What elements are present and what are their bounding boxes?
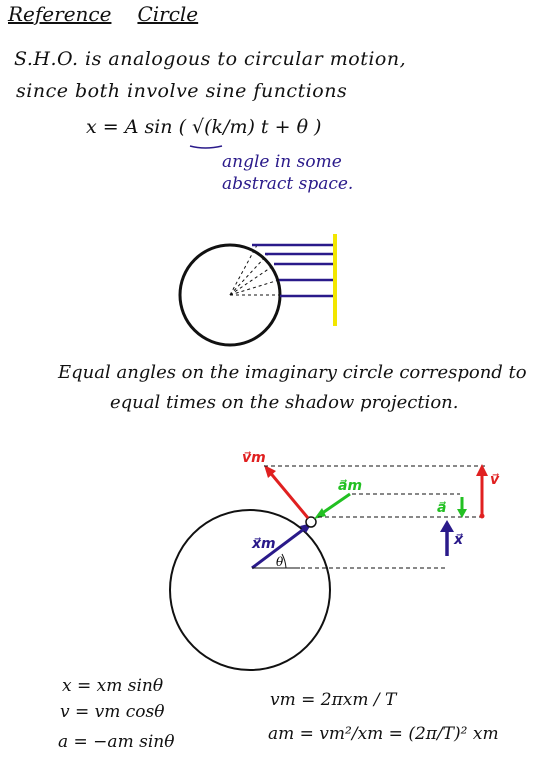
formula-a: a = −am sinθ: [58, 732, 175, 752]
title-word-circle: Circle: [137, 2, 199, 26]
vm-arrowhead: [264, 465, 276, 478]
annotation-line-1: angle in some: [222, 152, 342, 172]
top-circle-diagram: [178, 234, 337, 347]
bottom-circle-diagram: θ x⃗m v⃗m a⃗m v⃗ a⃗: [169, 450, 500, 671]
intro-line-2: since both involve sine functions: [16, 80, 348, 102]
projection-lines: [252, 465, 486, 569]
formula-v: v = vm cosθ: [60, 702, 165, 722]
theta-label: θ: [276, 555, 284, 569]
vm-label: v⃗m: [242, 450, 266, 466]
reference-circle-bottom: [169, 509, 331, 671]
v-arrowhead: [476, 464, 488, 476]
formula-x: x = xm sinθ: [62, 676, 164, 696]
formula-vm: vm = 2πxm / T: [270, 690, 397, 710]
am-label: a⃗m: [338, 478, 362, 494]
intro-line-1: S.H.O. is analogous to circular motion,: [14, 48, 407, 70]
caption-line-2: equal times on the shadow projection.: [110, 392, 459, 413]
caption-line-1: Equal angles on the imaginary circle cor…: [58, 362, 527, 383]
particle: [305, 516, 317, 528]
a-label: a⃗: [437, 500, 446, 516]
v-origin-dot: [479, 513, 485, 519]
x-label: x⃗: [453, 532, 464, 548]
v-label: v⃗: [490, 472, 500, 488]
title-word-reference: Reference: [8, 2, 112, 26]
annotation-line-2: abstract space.: [222, 174, 354, 194]
radii-dashed: [229, 244, 280, 296]
vm-vector: [266, 469, 310, 519]
theta-arc: [281, 553, 287, 569]
annotation-pointer: [189, 145, 223, 149]
xm-vector: [251, 524, 309, 570]
formula-am: am = vm²/xm = (2π/T)² xm: [268, 724, 499, 744]
page-title: Reference Circle: [8, 2, 224, 26]
shadow-lines: [252, 243, 334, 298]
sho-equation: x = A sin ( √(k/m) t + θ ): [86, 116, 322, 138]
xm-label: x⃗m: [251, 536, 276, 552]
am-arrowhead: [314, 508, 326, 519]
x-arrowhead: [440, 520, 454, 532]
a-arrowhead: [457, 509, 467, 518]
